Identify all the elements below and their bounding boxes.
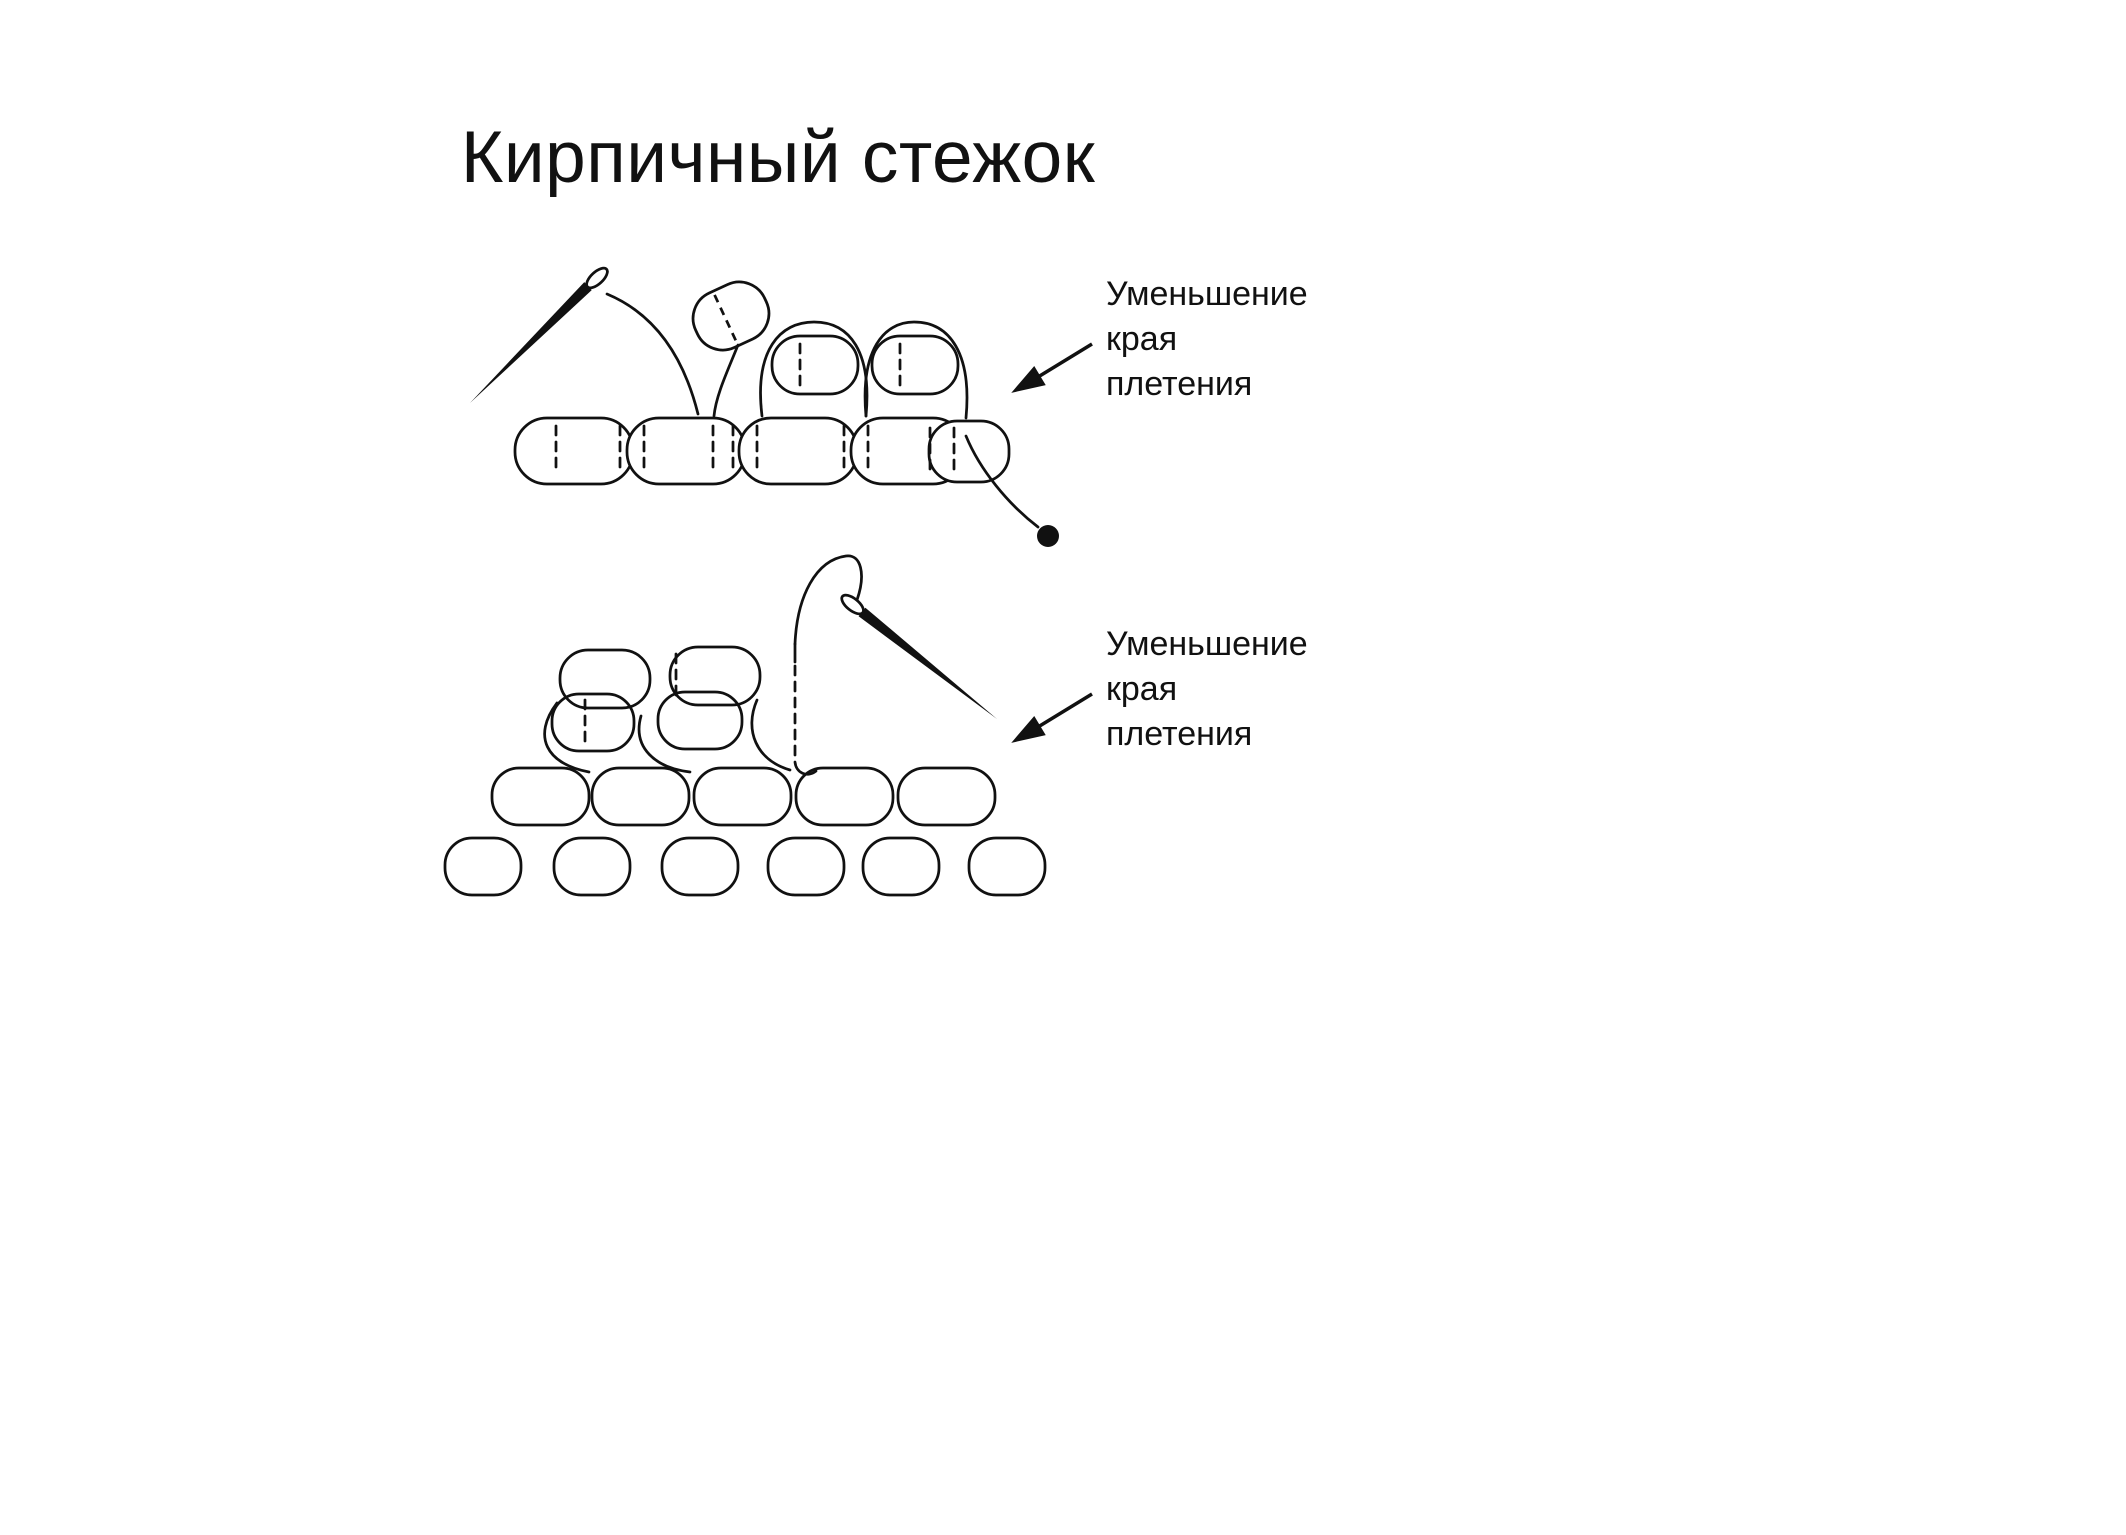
- bead: [766, 836, 846, 897]
- thread-hidden-dashes: [583, 652, 797, 764]
- arrow-icon-top: [1011, 342, 1093, 393]
- bead: [443, 836, 523, 897]
- brick-stitch-diagram-bottom: [443, 554, 1093, 897]
- bead: [770, 334, 860, 396]
- needle-body: [858, 607, 997, 719]
- bottom-bead-row: [443, 836, 1047, 897]
- bead: [692, 766, 793, 827]
- bead: [490, 766, 591, 827]
- brick-stitch-diagram-top: [470, 266, 1093, 547]
- bead: [656, 690, 744, 751]
- bead: [861, 836, 941, 897]
- thread-tail: [964, 434, 1040, 529]
- arrow-head: [1011, 366, 1046, 393]
- second-bead-row: [490, 766, 997, 827]
- arrow-shaft: [1037, 692, 1093, 729]
- thread-to-needle: [793, 554, 863, 646]
- thread-end-dot: [1037, 525, 1059, 547]
- bead: [794, 766, 895, 827]
- thread-loop: [759, 320, 869, 418]
- thread-loop: [637, 714, 692, 774]
- bead: [691, 280, 771, 352]
- page-title: Кирпичный стежок: [460, 117, 1096, 198]
- thread-from-needle: [605, 292, 700, 416]
- thread-loop: [750, 698, 792, 772]
- arrow-shaft: [1037, 342, 1093, 379]
- thread-inside-bead: [713, 294, 738, 343]
- bead: [967, 836, 1047, 897]
- bead: [550, 692, 636, 753]
- needle-eye: [585, 266, 609, 290]
- bead: [668, 645, 762, 707]
- needle-icon: [470, 266, 609, 403]
- bead: [558, 648, 652, 710]
- bead: [896, 766, 997, 827]
- thread: [605, 292, 1040, 529]
- thread-hook: [793, 760, 818, 776]
- arrow-head: [1011, 716, 1046, 743]
- annotation-bottom: Уменьшение края плетения: [1106, 625, 1308, 753]
- bead: [660, 836, 740, 897]
- annotation-top: Уменьшение края плетения: [1106, 275, 1308, 403]
- bead: [870, 334, 960, 396]
- needle-body: [470, 282, 592, 403]
- thread-drop: [712, 343, 740, 418]
- bead: [513, 416, 635, 486]
- needle-eye: [840, 593, 865, 616]
- bead: [552, 836, 632, 897]
- bead: [590, 766, 691, 827]
- bead-being-added: [691, 280, 771, 352]
- needle-icon: [840, 593, 997, 719]
- upper-bead-cluster: [550, 645, 762, 753]
- bead: [927, 419, 1011, 484]
- thread: [543, 554, 863, 776]
- thread-loop: [863, 320, 969, 420]
- arrow-icon-bottom: [1011, 692, 1093, 743]
- thread-loop: [543, 701, 591, 774]
- thread-hidden-dashes: [554, 342, 956, 476]
- upper-bead-row: [691, 280, 960, 396]
- base-bead-row: [513, 416, 1011, 486]
